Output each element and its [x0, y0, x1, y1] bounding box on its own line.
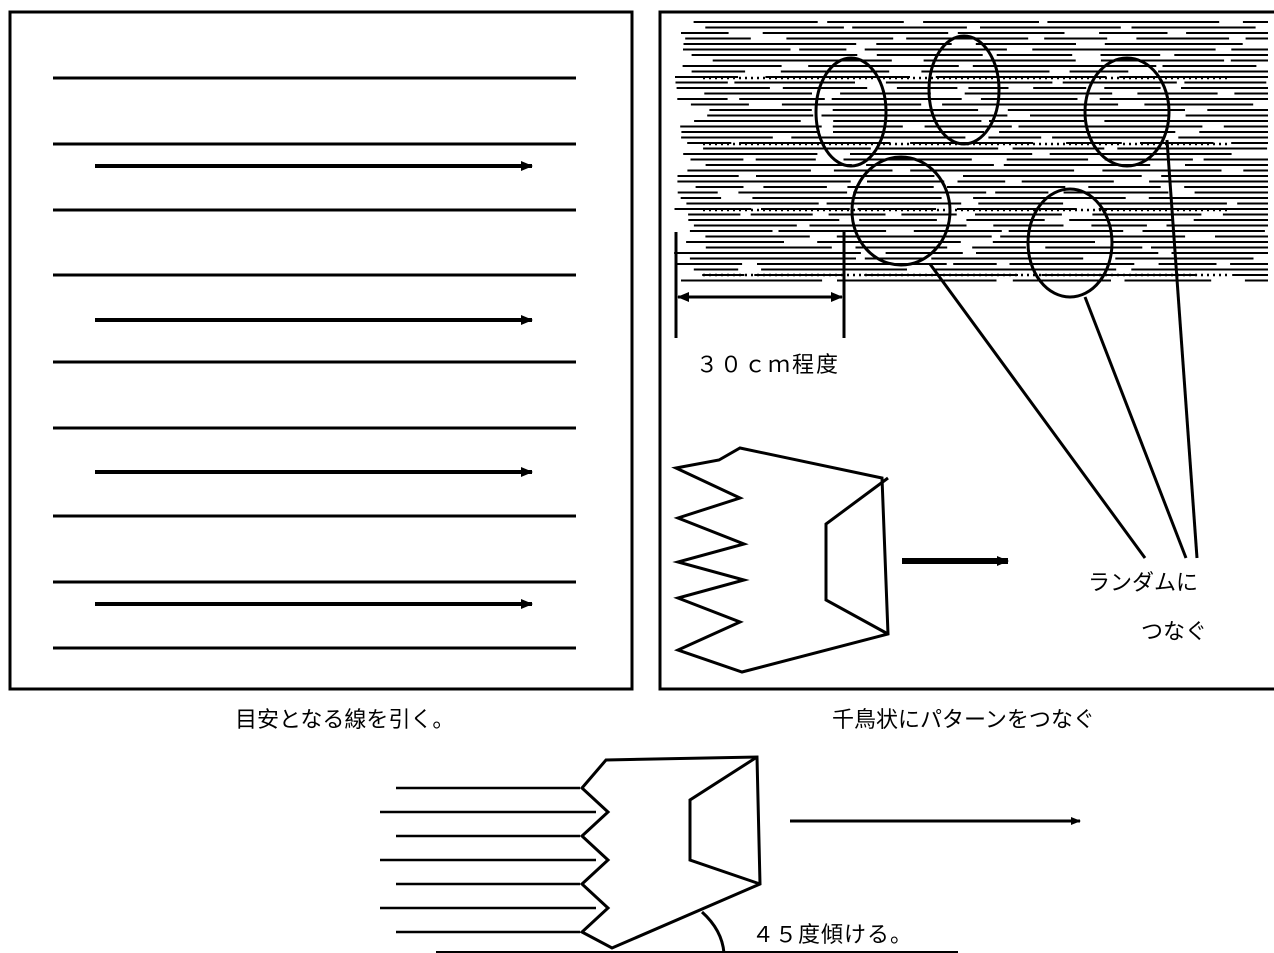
leader-line [1165, 139, 1199, 559]
bottom-figure [380, 755, 958, 953]
dimension-marker [674, 232, 846, 338]
leader-lines [928, 139, 1199, 559]
join-ellipse [814, 56, 888, 168]
angle-label: ４５度傾ける。 [752, 923, 913, 948]
leader-line [928, 263, 1147, 559]
leader-line [1083, 296, 1188, 559]
join-ellipses [814, 34, 1171, 299]
bottom-tool-window [688, 755, 761, 886]
join-ellipse [1026, 187, 1114, 299]
guide-lines [53, 76, 576, 650]
random-label-1: ランダムに [1088, 571, 1198, 596]
direction-arrows [95, 161, 533, 609]
right-panel-frame [658, 10, 1274, 691]
join-ellipse [850, 155, 952, 267]
bottom-tool-outline [579, 755, 762, 950]
right-panel: ３０ｃｍ程度 ランダムに つなぐ [658, 10, 1274, 691]
left-panel [8, 10, 634, 691]
left-caption: 目安となる線を引く。 [235, 708, 454, 733]
tool-icon [671, 446, 890, 674]
join-ellipse [927, 34, 1001, 146]
measure-label: ３０ｃｍ程度 [696, 353, 840, 378]
bottom-lines [380, 786, 596, 934]
random-label-2: つなぐ [1141, 620, 1207, 645]
angle-arc [700, 910, 726, 953]
join-ellipse [1083, 56, 1171, 168]
right-caption: 千鳥状にパターンをつなぐ [832, 708, 1095, 733]
tool-outline [671, 446, 890, 674]
staggered-pattern-lines [674, 21, 1268, 282]
tool-window [824, 476, 889, 636]
left-panel-frame [8, 10, 634, 691]
dotted-guides [703, 76, 1230, 277]
